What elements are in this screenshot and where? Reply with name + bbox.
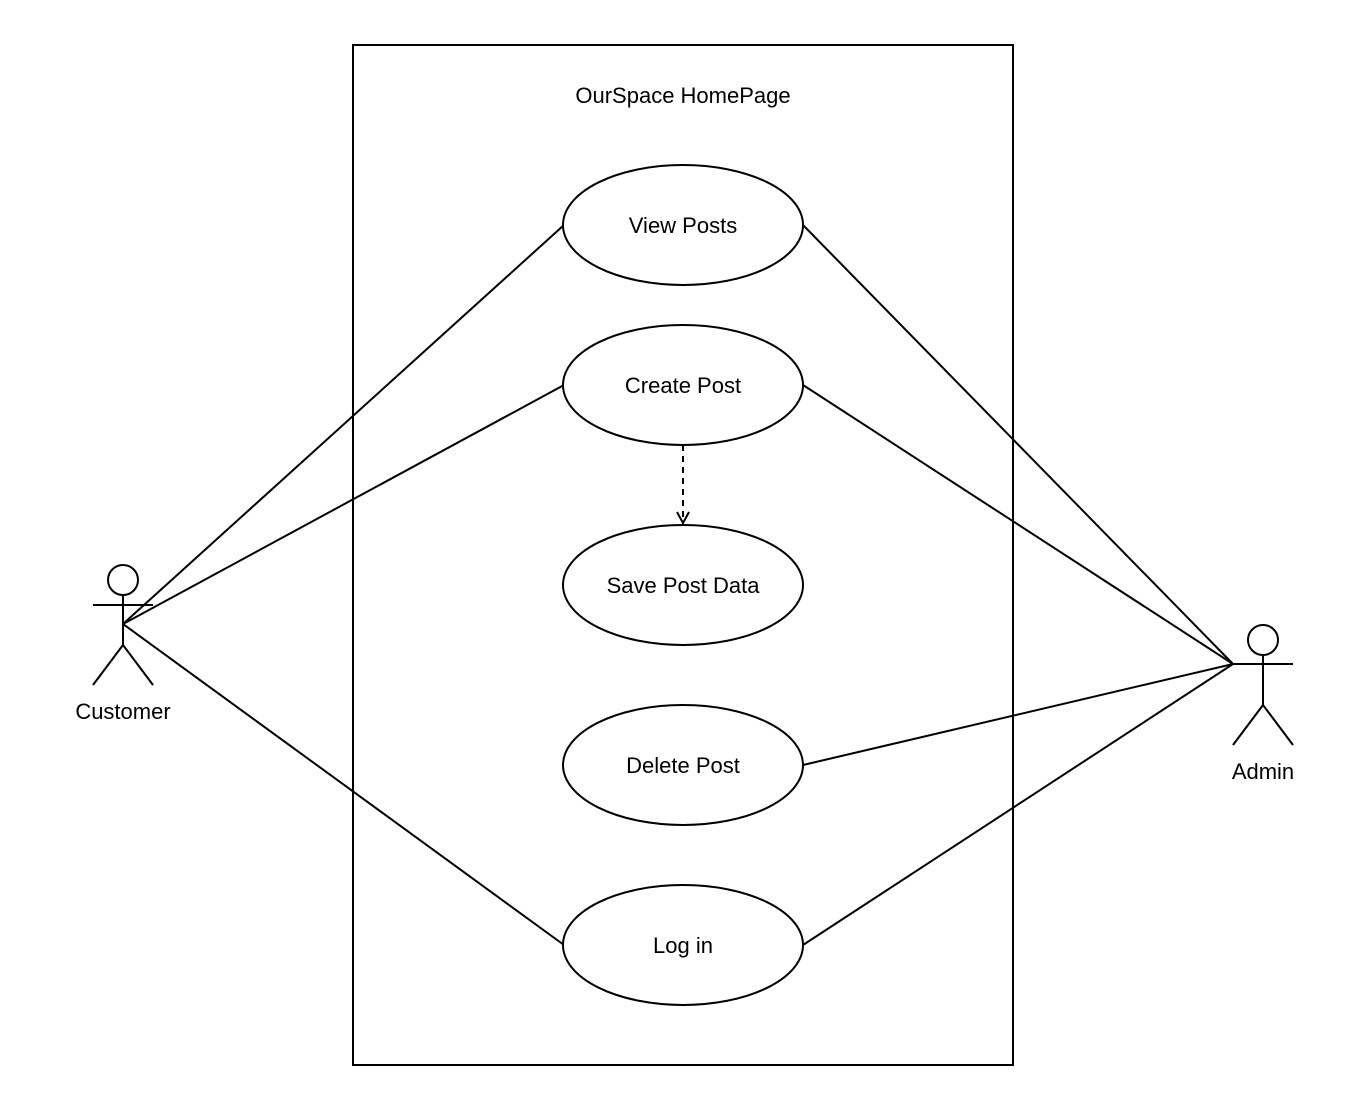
association-customer-view-posts [122,224,565,625]
use-case-view-posts[interactable]: View Posts [562,164,804,286]
actor-customer[interactable]: Customer [75,564,171,724]
association-customer-log-in [122,623,565,946]
admin-associations [802,224,1234,946]
use-case-label: View Posts [629,213,737,238]
actor-label: Admin [1232,759,1294,784]
association-admin-view-posts [802,224,1234,665]
system-boundary [352,44,1014,1066]
use-case-delete-post[interactable]: Delete Post [562,704,804,826]
actor-head-icon [107,564,139,596]
use-case-label: Save Post Data [607,573,761,598]
association-customer-create-post [122,384,565,625]
dependency-arrowhead [676,511,690,526]
use-case-log-in[interactable]: Log in [562,884,804,1006]
use-case-label: Log in [653,933,713,958]
association-admin-log-in [802,663,1234,946]
actor-admin[interactable]: Admin [1232,624,1294,784]
customer-associations [122,224,565,946]
actor-head-icon [1247,624,1279,656]
actor-label: Customer [75,699,170,724]
association-admin-delete-post [802,663,1234,766]
use-case-label: Create Post [625,373,741,398]
use-case-save-post-data[interactable]: Save Post Data [562,524,804,646]
dependency-create-save [676,445,690,526]
use-case-label: Delete Post [626,753,740,778]
use-case-create-post[interactable]: Create Post [562,324,804,446]
system-title: OurSpace HomePage [575,83,790,108]
association-admin-create-post [802,384,1234,665]
